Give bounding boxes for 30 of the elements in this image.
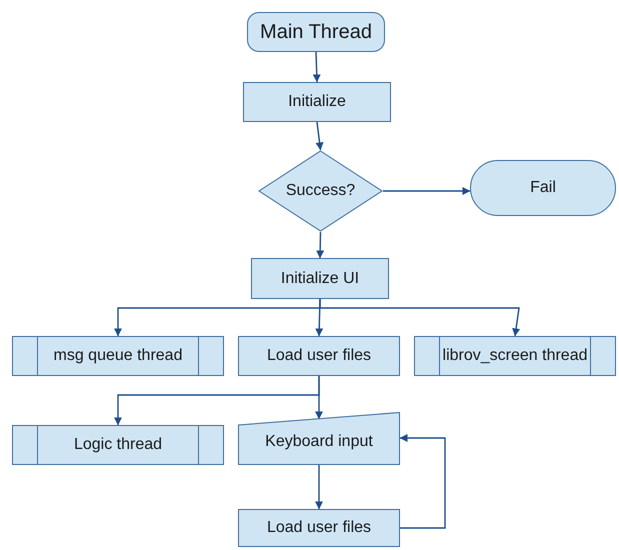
step-label: Main Thread [260,20,372,44]
step-label: librov_screen thread [442,346,588,366]
manual-input-shape [238,412,400,465]
step-label: Load user files [266,518,372,538]
arrow [316,232,324,258]
arrow [319,299,520,336]
subprocess-box [12,336,224,376]
arrow [312,52,321,82]
arrow [315,376,323,420]
step-label: msg queue thread [54,346,182,366]
process-box [238,336,400,376]
arrow [383,187,470,195]
step-label: Initialize UI [280,268,360,288]
process-box [238,509,400,547]
start-terminal [247,12,385,52]
step-label: Success? [286,181,356,201]
step-label: Logic thread [74,435,162,455]
subprocess-box [414,336,616,376]
step-label: Fail [530,178,556,198]
process-box [251,258,389,299]
arrow [315,465,323,510]
subprocess-box [12,425,224,465]
decision-diamond [258,150,383,232]
step-label: Load user files [266,346,372,366]
arrow [316,122,324,150]
arrow [315,298,324,336]
process-box [243,82,391,122]
step-label: Initialize [288,92,346,112]
arrow [400,434,446,529]
step-label: Keyboard input [265,432,373,452]
